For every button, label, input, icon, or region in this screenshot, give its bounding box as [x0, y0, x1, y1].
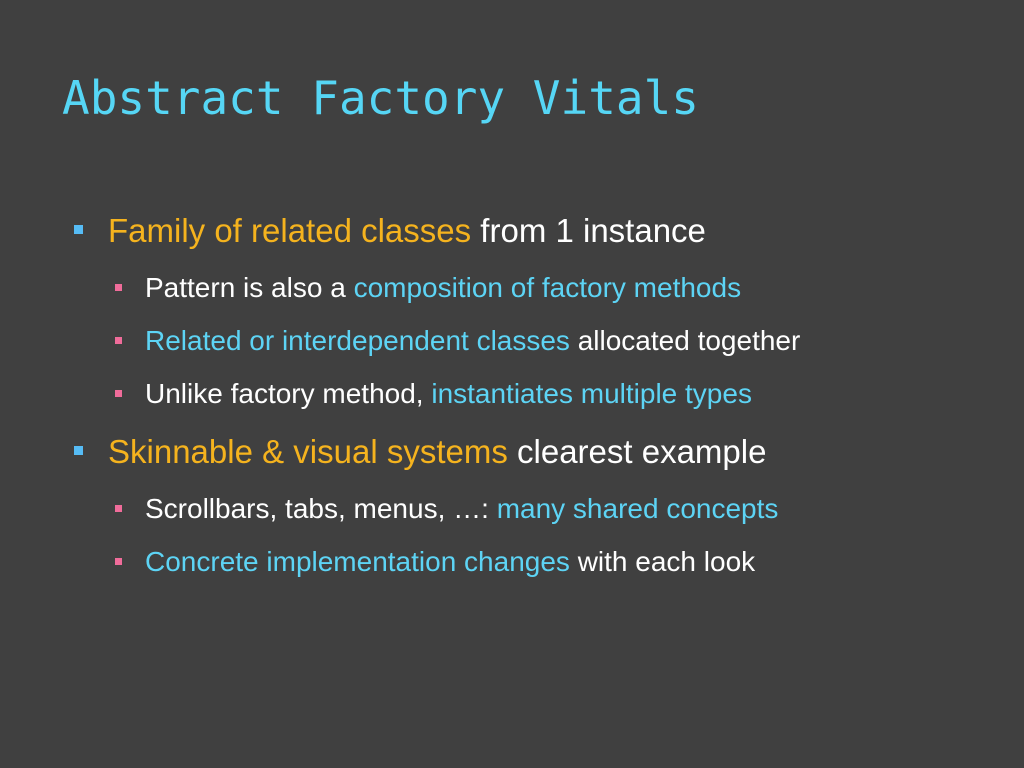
sub-bullet-text: allocated together	[569, 325, 801, 356]
square-sub-bullet-icon	[115, 505, 122, 512]
sub-bullet-text: Unlike factory method,	[145, 378, 432, 409]
sub-bullet-unlike-factory-method: Unlike factory method, instantiates mult…	[115, 375, 752, 413]
sub-bullet-highlight: Concrete implementation changes	[145, 546, 570, 577]
bullet-highlight: Skinnable & visual systems	[108, 433, 508, 470]
sub-bullet-text: Scrollbars, tabs, menus, …:	[145, 493, 497, 524]
sub-bullet-concrete-implementation: Concrete implementation changes with eac…	[115, 543, 756, 581]
square-bullet-icon	[74, 225, 83, 234]
sub-bullet-text: with each look	[569, 546, 756, 577]
sub-bullet-highlight: instantiates multiple types	[431, 378, 752, 409]
slide-title: Abstract Factory Vitals	[62, 71, 699, 125]
bullet-text: from 1 instance	[471, 212, 706, 249]
bullet-skinnable-visual-systems: Skinnable & visual systems clearest exam…	[74, 431, 767, 473]
sub-bullet-composition: Pattern is also a composition of factory…	[115, 269, 742, 307]
sub-bullet-highlight: Related or interdependent classes	[145, 325, 570, 356]
sub-bullet-text: Pattern is also a	[145, 272, 354, 303]
sub-bullet-highlight: many shared concepts	[496, 493, 779, 524]
bullet-text: clearest example	[507, 433, 767, 470]
sub-bullet-scrollbars: Scrollbars, tabs, menus, …: many shared …	[115, 490, 779, 528]
square-sub-bullet-icon	[115, 390, 122, 397]
square-sub-bullet-icon	[115, 558, 122, 565]
sub-bullet-highlight: composition of factory methods	[353, 272, 742, 303]
bullet-family-of-related-classes: Family of related classes from 1 instanc…	[74, 210, 706, 252]
square-bullet-icon	[74, 446, 83, 455]
sub-bullet-related-classes: Related or interdependent classes alloca…	[115, 322, 801, 360]
square-sub-bullet-icon	[115, 284, 122, 291]
square-sub-bullet-icon	[115, 337, 122, 344]
bullet-highlight: Family of related classes	[108, 212, 472, 249]
